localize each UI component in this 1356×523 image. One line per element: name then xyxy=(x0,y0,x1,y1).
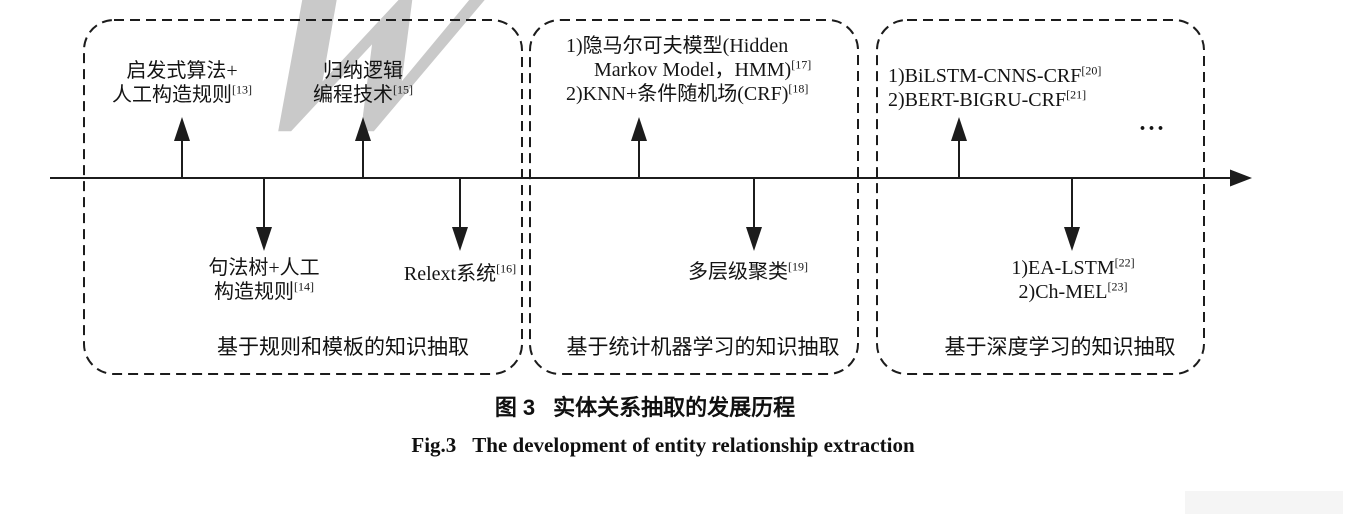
category-rule-template: 基于规则和模板的知识抽取 xyxy=(217,335,469,359)
figure-number-zh: 图 3 xyxy=(494,395,536,420)
label-relext-system: Relext系统[16] xyxy=(404,262,516,286)
timeline-axis xyxy=(50,169,1252,187)
label-line: 句法树+人工 xyxy=(208,256,319,280)
ellipsis-more-indicator: ... xyxy=(1139,110,1167,136)
citation-ref: [19] xyxy=(788,259,808,274)
label-line: Markov Model，HMM)[17] xyxy=(566,58,811,82)
label-line: 1)隐马尔可夫模型(Hidden xyxy=(566,34,811,58)
label-line: 构造规则[14] xyxy=(208,280,319,304)
down-arrowhead-icon xyxy=(452,227,468,251)
label-multilevel-clustering: 多层级聚类[19] xyxy=(688,260,808,284)
citation-ref: [16] xyxy=(496,261,517,276)
box-statistical-ml-border xyxy=(529,19,859,375)
label-text: 2)BERT-BIGRU-CRF xyxy=(888,89,1067,111)
citation-ref: [21] xyxy=(1066,87,1087,102)
label-line: 多层级聚类[19] xyxy=(688,260,808,284)
label-text: 1)EA-LSTM xyxy=(1011,257,1115,279)
category-deep-learning: 基于深度学习的知识抽取 xyxy=(944,335,1176,359)
label-text: 2)Ch-MEL xyxy=(1018,281,1108,303)
event-arrows xyxy=(174,117,1080,251)
figure-caption-zh: 图 3 实体关系抽取的发展历程 xyxy=(495,390,795,422)
label-text: Markov Model，HMM) xyxy=(594,59,792,81)
label-line: 人工构造规则[13] xyxy=(112,83,252,107)
figure-title-zh: 实体关系抽取的发展历程 xyxy=(553,395,796,420)
label-text: 多层级聚类 xyxy=(688,261,788,283)
citation-ref: [20] xyxy=(1081,63,1102,78)
citation-ref: [13] xyxy=(232,82,252,97)
label-line: 2)Ch-MEL[23] xyxy=(1011,280,1134,304)
label-line: 1)BiLSTM-CNNS-CRF[20] xyxy=(888,64,1101,88)
citation-ref: [14] xyxy=(294,279,314,294)
up-arrowhead-icon xyxy=(631,117,647,141)
citation-ref: [15] xyxy=(393,82,413,97)
label-text: 构造规则 xyxy=(214,281,294,303)
label-inductive-logic-programming: 归纳逻辑编程技术[15] xyxy=(313,59,413,107)
label-text: 启发式算法+ xyxy=(126,60,238,82)
label-heuristic-algorithm: 启发式算法+人工构造规则[13] xyxy=(112,59,252,107)
label-syntax-tree-rules: 句法树+人工构造规则[14] xyxy=(208,256,319,304)
label-line: 2)BERT-BIGRU-CRF[21] xyxy=(888,88,1101,112)
label-line: 启发式算法+ xyxy=(112,59,252,83)
box-deep-learning-border xyxy=(876,19,1205,375)
label-line: 编程技术[15] xyxy=(313,83,413,107)
citation-ref: [18] xyxy=(788,81,809,96)
figure-number-en: Fig.3 xyxy=(411,433,457,457)
label-line: 1)EA-LSTM[22] xyxy=(1011,256,1134,280)
label-text: 1)隐马尔可夫模型(Hidden xyxy=(566,35,789,57)
label-bilstm-bert-models: 1)BiLSTM-CNNS-CRF[20]2)BERT-BIGRU-CRF[21… xyxy=(888,64,1101,112)
label-line: Relext系统[16] xyxy=(404,262,516,286)
label-text: Relext系统 xyxy=(403,263,497,285)
label-text: 句法树+人工 xyxy=(208,257,320,279)
timeline-arrowhead-icon xyxy=(1230,169,1252,187)
label-line: 归纳逻辑 xyxy=(313,59,413,83)
figure-caption-en: Fig.3 The development of entity relations… xyxy=(411,433,914,458)
label-ea-lstm-ch-mel: 1)EA-LSTM[22]2)Ch-MEL[23] xyxy=(1011,256,1134,304)
label-text: 编程技术 xyxy=(313,84,393,106)
up-arrowhead-icon xyxy=(174,117,190,141)
down-arrowhead-icon xyxy=(746,227,762,251)
figure-title-en: The development of entity relationship e… xyxy=(472,433,915,457)
label-text: 1)BiLSTM-CNNS-CRF xyxy=(888,65,1082,87)
label-text: 归纳逻辑 xyxy=(323,60,403,82)
down-arrowhead-icon xyxy=(1064,227,1080,251)
corner-highlight-rect xyxy=(1185,491,1343,514)
citation-ref: [23] xyxy=(1107,279,1128,294)
label-text: 2)KNN+条件随机场(CRF) xyxy=(566,83,789,105)
category-statistical-ml: 基于统计机器学习的知识抽取 xyxy=(566,335,840,359)
up-arrowhead-icon xyxy=(951,117,967,141)
citation-ref: [17] xyxy=(791,57,812,72)
citation-ref: [22] xyxy=(1114,255,1135,270)
label-line: 2)KNN+条件随机场(CRF)[18] xyxy=(566,82,811,106)
down-arrowhead-icon xyxy=(256,227,272,251)
up-arrowhead-icon xyxy=(355,117,371,141)
label-text: 人工构造规则 xyxy=(112,84,232,106)
